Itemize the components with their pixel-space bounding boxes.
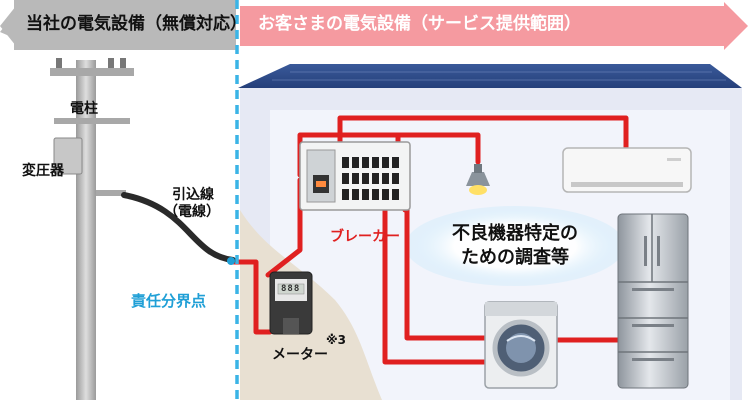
service-drop-line: [121, 192, 236, 263]
left-band-label: 当社の電気設備（無償対応）: [26, 14, 247, 34]
refrigerator: [617, 213, 689, 389]
breaker-label: ブレーカー: [330, 229, 400, 245]
callout-glow: [405, 206, 625, 286]
service-line-label: 引込線: [172, 187, 214, 203]
meter-label: メーター: [272, 347, 328, 363]
pole-label: 電柱: [70, 101, 98, 117]
air-conditioner: [562, 147, 692, 193]
right-band-arrow: [724, 2, 748, 50]
house-roof: [238, 64, 742, 88]
right-band-label: お客さまの電気設備（サービス提供範囲）: [258, 14, 581, 34]
pendant-lamp: [466, 164, 490, 195]
transformer-label: 変圧器: [22, 163, 64, 179]
service-line-sub-label: （電線）: [164, 204, 220, 220]
utility-pole: [50, 58, 134, 400]
right-band: [240, 6, 726, 46]
washing-machine: [484, 301, 558, 389]
meter-note: ※3: [326, 333, 347, 347]
callout-text: 不良機器特定の ための調査等: [425, 222, 605, 270]
demarcation-point-marker: [227, 257, 235, 265]
left-band-arrow: [0, 6, 16, 46]
electric-meter: [269, 271, 313, 335]
meter-display: 888: [281, 284, 301, 294]
callout-line-1: 不良機器特定の: [452, 223, 578, 244]
callout-line-2: ための調査等: [461, 247, 569, 268]
left-band: [0, 0, 236, 50]
breaker-panel: [299, 141, 411, 211]
demarcation-point-label: 責任分界点: [131, 292, 207, 310]
